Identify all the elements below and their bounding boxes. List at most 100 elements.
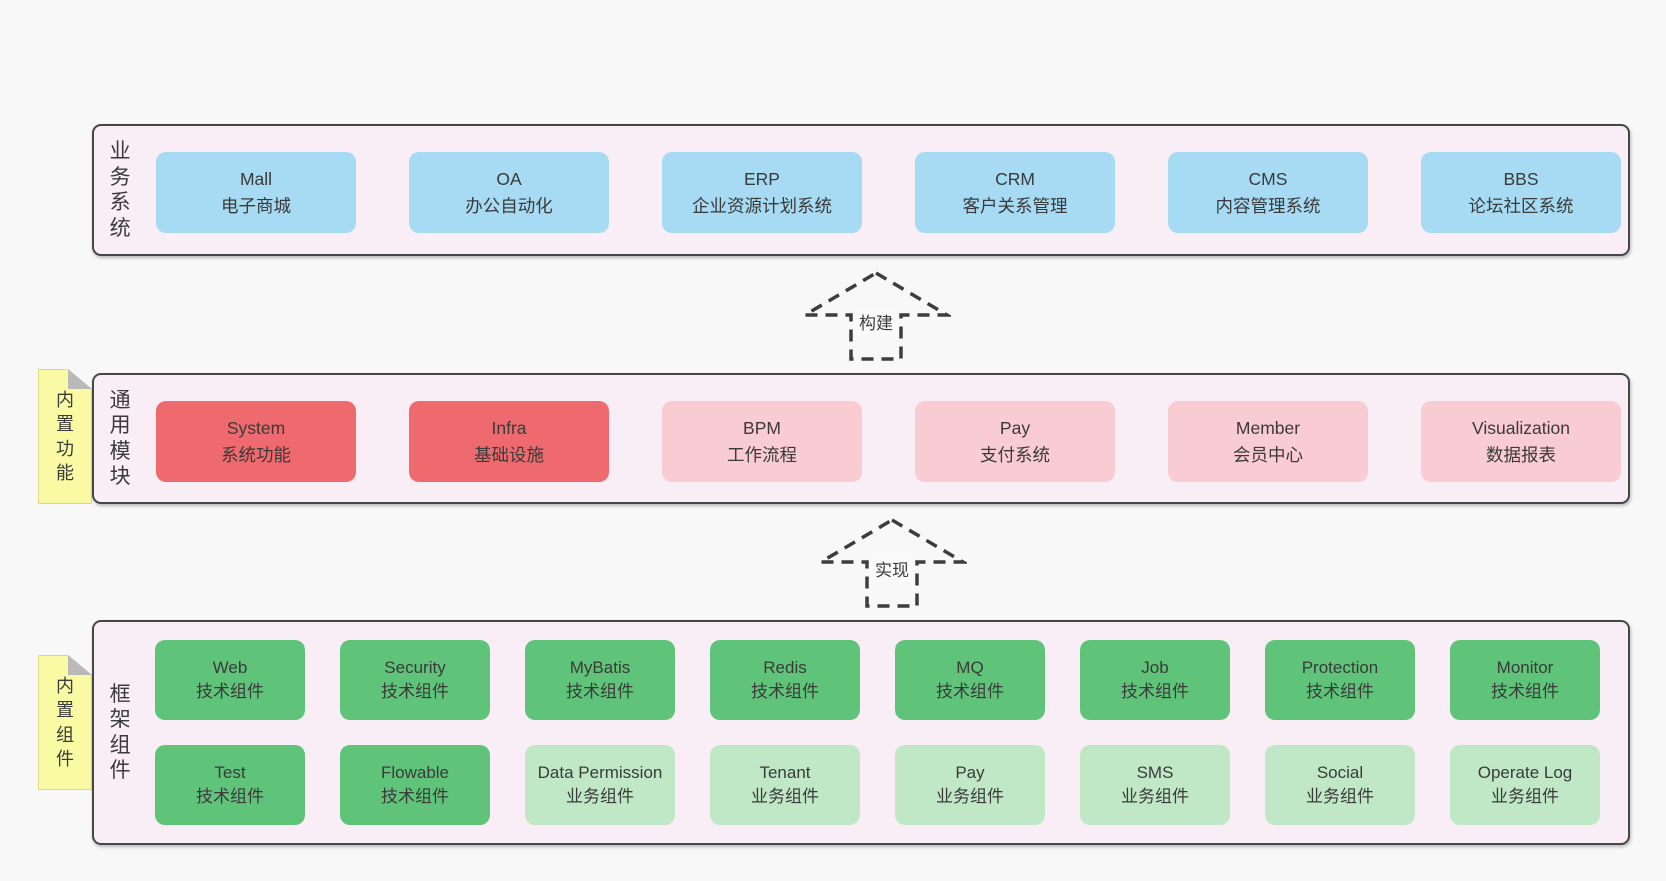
layer-business-label: 业务系统 bbox=[109, 139, 131, 240]
box-title: Social bbox=[1316, 762, 1364, 782]
box-oa: OA 办公自动化 bbox=[409, 152, 609, 233]
box-subtitle: 电子商城 bbox=[221, 195, 291, 216]
box-title: Data Permission bbox=[537, 762, 663, 782]
box-title: ERP bbox=[744, 169, 780, 190]
box-title: BPM bbox=[743, 418, 781, 439]
box-flowable: Flowable 技术组件 bbox=[340, 745, 490, 825]
arrow-implement: 实现 bbox=[817, 517, 967, 609]
box-subtitle: 工作流程 bbox=[727, 444, 797, 465]
box-subtitle: 技术组件 bbox=[1121, 682, 1189, 701]
box-subtitle: 业务组件 bbox=[1121, 787, 1189, 806]
box-title: Flowable bbox=[380, 762, 450, 782]
box-mybatis: MyBatis 技术组件 bbox=[525, 640, 675, 720]
box-web: Web 技术组件 bbox=[155, 640, 305, 720]
box-data-permission: Data Permission 业务组件 bbox=[525, 745, 675, 825]
box-protection: Protection 技术组件 bbox=[1265, 640, 1415, 720]
box-crm: CRM 客户关系管理 bbox=[915, 152, 1115, 233]
sticky-note-builtin-components: 内置组件 bbox=[38, 655, 92, 790]
box-title: Monitor bbox=[1496, 657, 1554, 677]
box-tenant: Tenant 业务组件 bbox=[710, 745, 860, 825]
box-title: CRM bbox=[995, 169, 1035, 190]
box-pay-component: Pay 业务组件 bbox=[895, 745, 1045, 825]
box-subtitle: 业务组件 bbox=[751, 787, 819, 806]
box-subtitle: 业务组件 bbox=[1491, 787, 1559, 806]
box-title: MyBatis bbox=[569, 657, 631, 677]
box-subtitle: 技术组件 bbox=[381, 682, 449, 701]
arrow-implement-label: 实现 bbox=[871, 555, 913, 582]
box-subtitle: 业务组件 bbox=[566, 787, 634, 806]
box-visualization: Visualization 数据报表 bbox=[1421, 401, 1621, 482]
box-infra: Infra 基础设施 bbox=[409, 401, 609, 482]
box-title: Security bbox=[384, 657, 446, 677]
box-title: SMS bbox=[1136, 762, 1174, 782]
box-member: Member 会员中心 bbox=[1168, 401, 1368, 482]
box-title: Operate Log bbox=[1477, 762, 1573, 782]
box-sms: SMS 业务组件 bbox=[1080, 745, 1230, 825]
box-title: Pay bbox=[955, 762, 985, 782]
sticky-text: 内置功能 bbox=[56, 389, 74, 483]
layer-business-systems: 业务系统 Mall 电子商城 OA 办公自动化 ERP 企业资源计划系统 CRM… bbox=[92, 124, 1630, 256]
box-social: Social 业务组件 bbox=[1265, 745, 1415, 825]
box-title: Infra bbox=[491, 418, 527, 439]
box-bpm: BPM 工作流程 bbox=[662, 401, 862, 482]
box-subtitle: 技术组件 bbox=[1306, 682, 1374, 701]
modules-box-row: System 系统功能 Infra 基础设施 BPM 工作流程 Pay 支付系统… bbox=[156, 401, 1621, 482]
box-title: Tenant bbox=[759, 762, 811, 782]
box-subtitle: 技术组件 bbox=[936, 682, 1004, 701]
box-subtitle: 基础设施 bbox=[474, 444, 544, 465]
box-system: System 系统功能 bbox=[156, 401, 356, 482]
box-title: Web bbox=[212, 657, 248, 677]
box-cms: CMS 内容管理系统 bbox=[1168, 152, 1368, 233]
box-subtitle: 企业资源计划系统 bbox=[692, 195, 832, 216]
box-title: Visualization bbox=[1472, 418, 1570, 439]
box-subtitle: 办公自动化 bbox=[465, 195, 553, 216]
layer-components-label: 框架组件 bbox=[109, 682, 131, 783]
box-monitor: Monitor 技术组件 bbox=[1450, 640, 1600, 720]
box-title: Pay bbox=[999, 418, 1031, 439]
business-box-row: Mall 电子商城 OA 办公自动化 ERP 企业资源计划系统 CRM 客户关系… bbox=[156, 152, 1621, 233]
box-subtitle: 支付系统 bbox=[980, 444, 1050, 465]
sticky-text: 内置组件 bbox=[56, 675, 74, 769]
box-title: System bbox=[226, 418, 286, 439]
layer-modules-label: 通用模块 bbox=[109, 388, 131, 489]
components-box-row-1: Web 技术组件 Security 技术组件 MyBatis 技术组件 Redi… bbox=[155, 640, 1600, 720]
box-security: Security 技术组件 bbox=[340, 640, 490, 720]
box-subtitle: 技术组件 bbox=[196, 682, 264, 701]
box-bbs: BBS 论坛社区系统 bbox=[1421, 152, 1621, 233]
box-title: OA bbox=[496, 169, 522, 190]
folded-corner-icon bbox=[68, 655, 92, 675]
box-subtitle: 内容管理系统 bbox=[1215, 195, 1321, 216]
box-subtitle: 数据报表 bbox=[1486, 444, 1556, 465]
box-subtitle: 客户关系管理 bbox=[962, 195, 1068, 216]
box-title: Member bbox=[1235, 418, 1301, 439]
box-title: Redis bbox=[763, 657, 807, 677]
box-mall: Mall 电子商城 bbox=[156, 152, 356, 233]
dashed-up-arrow-icon bbox=[817, 517, 967, 608]
box-mq: MQ 技术组件 bbox=[895, 640, 1045, 720]
box-subtitle: 技术组件 bbox=[1491, 682, 1559, 701]
box-title: BBS bbox=[1503, 169, 1539, 190]
box-subtitle: 业务组件 bbox=[936, 787, 1004, 806]
box-operate-log: Operate Log 业务组件 bbox=[1450, 745, 1600, 825]
box-subtitle: 业务组件 bbox=[1306, 787, 1374, 806]
box-title: MQ bbox=[956, 657, 984, 677]
box-subtitle: 技术组件 bbox=[381, 787, 449, 806]
arrow-build-label: 构建 bbox=[855, 308, 897, 335]
sticky-note-builtin-features: 内置功能 bbox=[38, 369, 92, 504]
box-test: Test 技术组件 bbox=[155, 745, 305, 825]
layer-common-modules: 通用模块 System 系统功能 Infra 基础设施 BPM 工作流程 Pay… bbox=[92, 373, 1630, 504]
box-subtitle: 技术组件 bbox=[566, 682, 634, 701]
box-job: Job 技术组件 bbox=[1080, 640, 1230, 720]
box-subtitle: 技术组件 bbox=[196, 787, 264, 806]
box-title: Test bbox=[214, 762, 246, 782]
box-subtitle: 论坛社区系统 bbox=[1468, 195, 1574, 216]
box-title: Protection bbox=[1301, 657, 1379, 677]
dashed-up-arrow-icon bbox=[801, 270, 951, 361]
box-subtitle: 技术组件 bbox=[751, 682, 819, 701]
box-subtitle: 系统功能 bbox=[221, 444, 291, 465]
arrow-build: 构建 bbox=[801, 270, 951, 362]
box-redis: Redis 技术组件 bbox=[710, 640, 860, 720]
box-title: Job bbox=[1141, 657, 1169, 677]
components-box-row-2: Test 技术组件 Flowable 技术组件 Data Permission … bbox=[155, 745, 1600, 825]
